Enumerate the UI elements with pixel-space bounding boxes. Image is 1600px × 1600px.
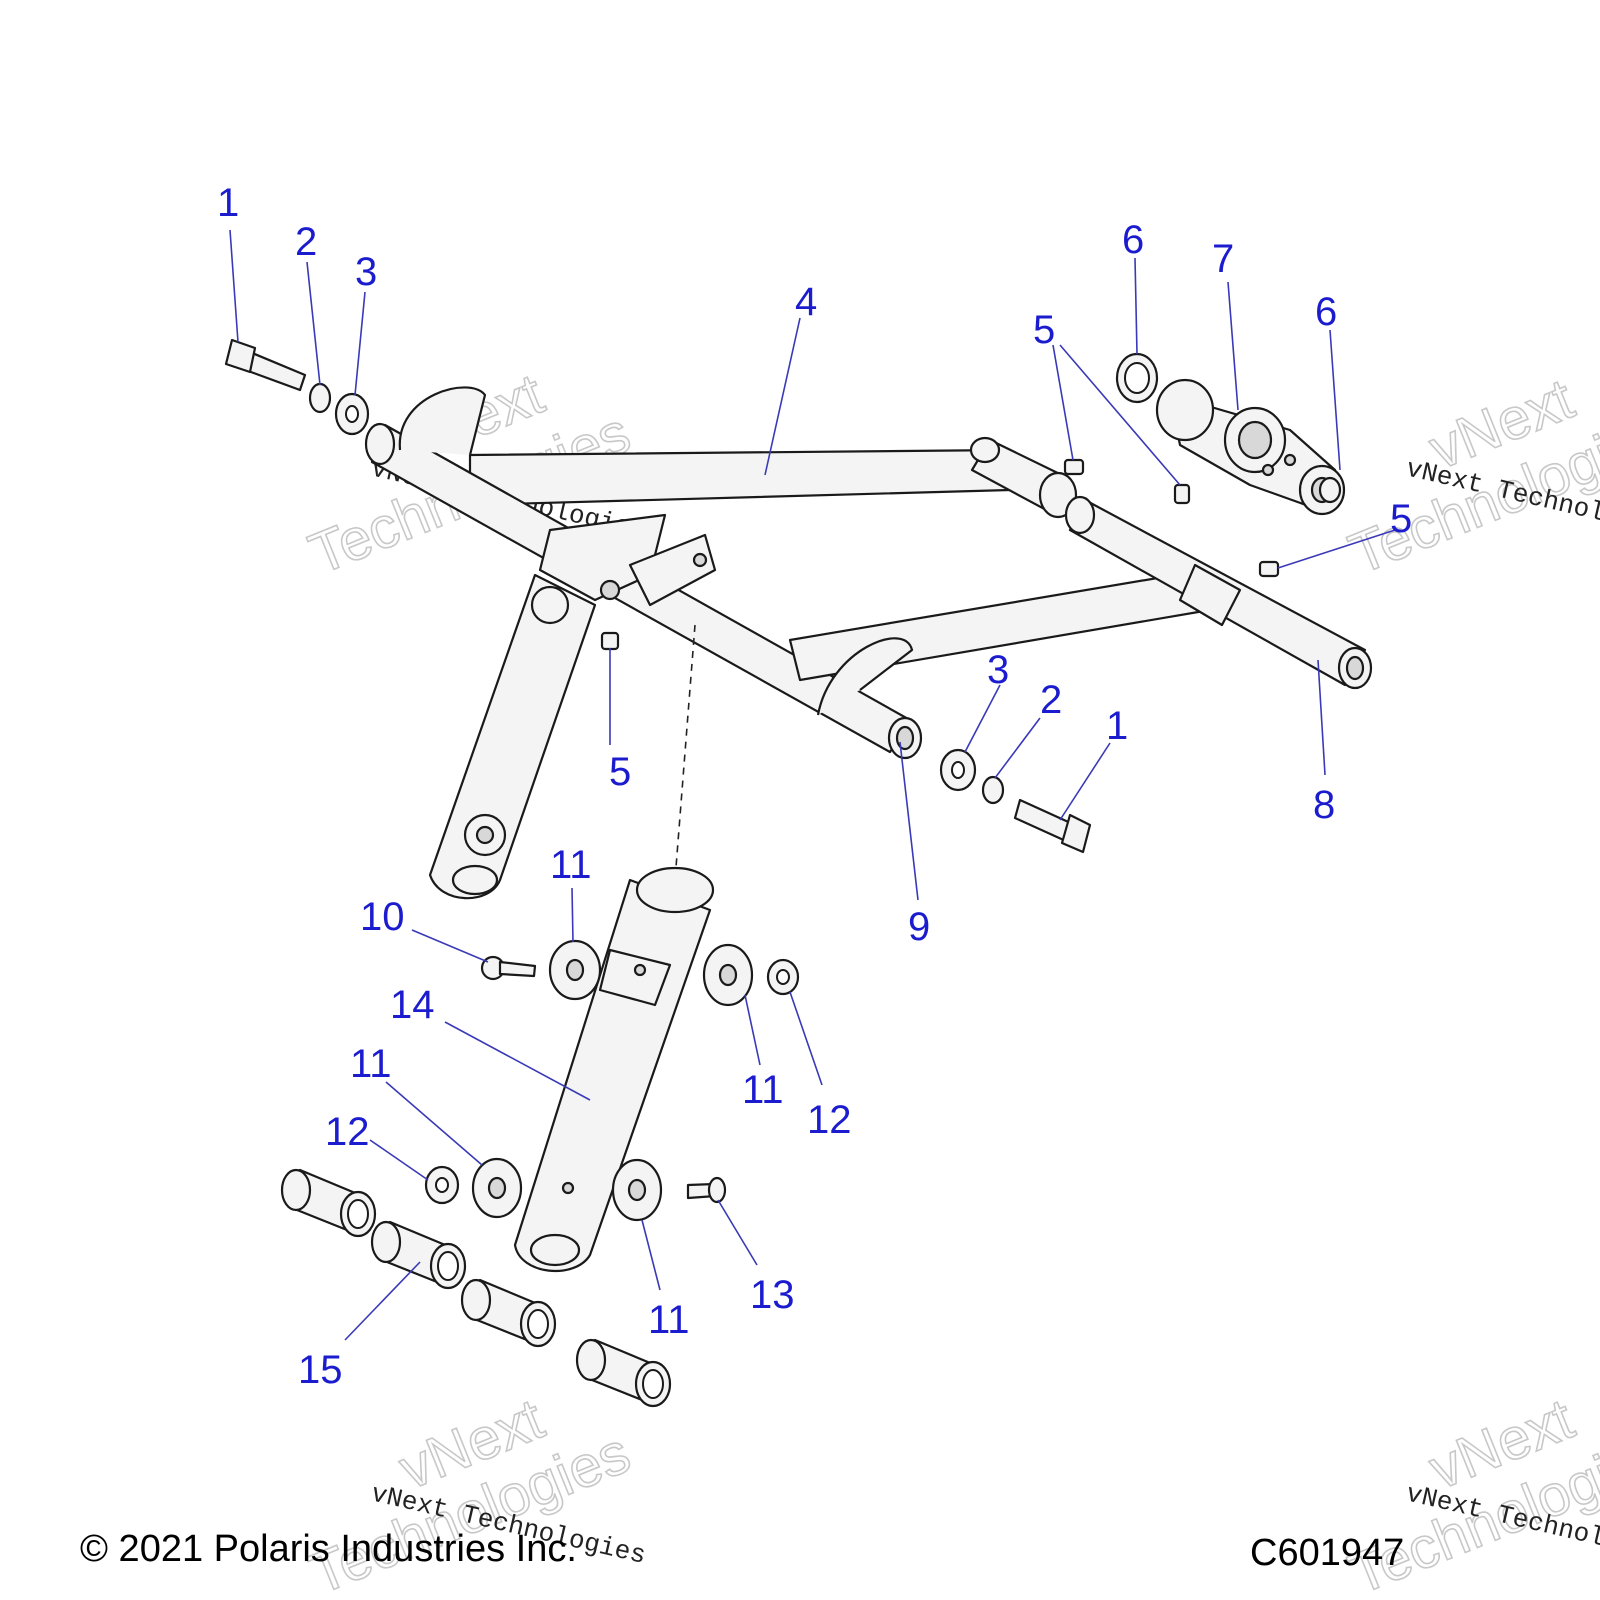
lower-swing-link	[513, 866, 715, 1273]
watermark-top-right: vNext Technologies vNext Technologies	[1340, 365, 1600, 587]
bushings	[280, 1168, 672, 1408]
callout-13: 13	[750, 1273, 795, 1317]
callout-12-left: 12	[325, 1110, 370, 1154]
drawing-id: C601947	[1250, 1532, 1405, 1574]
callout-11-bottom: 11	[648, 1298, 690, 1342]
callout-4: 4	[795, 280, 817, 324]
callout-14: 14	[390, 983, 435, 1027]
callout-1-lower: 1	[1106, 704, 1128, 748]
callout-11-right: 11	[742, 1068, 784, 1112]
callout-7: 7	[1212, 237, 1234, 281]
callout-5-left: 5	[609, 750, 631, 794]
grease-fittings	[600, 458, 1280, 651]
bolt-set-right	[939, 748, 1092, 854]
bushing-1	[280, 1168, 377, 1238]
bushing-2	[370, 1220, 467, 1290]
bolt-10	[480, 955, 537, 981]
callout-2-lower: 2	[1040, 678, 1062, 722]
washer-11-c	[471, 1157, 523, 1219]
bolt-set-left	[224, 338, 370, 436]
bushing-3	[460, 1278, 557, 1348]
washer-11-d	[611, 1158, 663, 1222]
upper-swing-link	[428, 573, 597, 900]
callout-15: 15	[298, 1348, 343, 1392]
nut-12-a	[766, 958, 800, 996]
nut-12-b	[424, 1165, 460, 1205]
callout-3-upper: 3	[355, 250, 377, 294]
callout-8: 8	[1313, 783, 1335, 827]
callout-6-left: 6	[1122, 218, 1144, 262]
bolt-13	[686, 1176, 727, 1204]
callout-labels: 1 2 3 4 5 6 7 6 5 8 5 9 3 2 1 10 11 14 1…	[217, 181, 1412, 1392]
bushing-4	[575, 1338, 672, 1408]
callout-5-right: 5	[1390, 497, 1412, 541]
seal-ring-left	[1115, 352, 1159, 404]
copyright-notice: © 2021 Polaris Industries Inc.	[80, 1528, 577, 1570]
callout-1-upper: 1	[217, 181, 239, 225]
callout-11-top: 11	[550, 843, 592, 887]
washer-11-b	[702, 943, 754, 1007]
leader-lines	[229, 229, 1396, 1341]
callout-11-left: 11	[350, 1042, 392, 1086]
a-arm-frame	[364, 386, 1373, 760]
callout-3-lower: 3	[987, 648, 1009, 692]
pivot-bracket	[1155, 378, 1346, 516]
callout-5-top: 5	[1033, 308, 1055, 352]
callout-9: 9	[908, 905, 930, 949]
washer-11-a	[548, 939, 602, 1001]
callout-10: 10	[360, 895, 405, 939]
assembly-line	[674, 624, 696, 881]
callout-2-upper: 2	[295, 220, 317, 264]
callout-12-right: 12	[807, 1098, 852, 1142]
callout-6-right: 6	[1315, 290, 1337, 334]
seal-ring-right	[1318, 476, 1342, 504]
